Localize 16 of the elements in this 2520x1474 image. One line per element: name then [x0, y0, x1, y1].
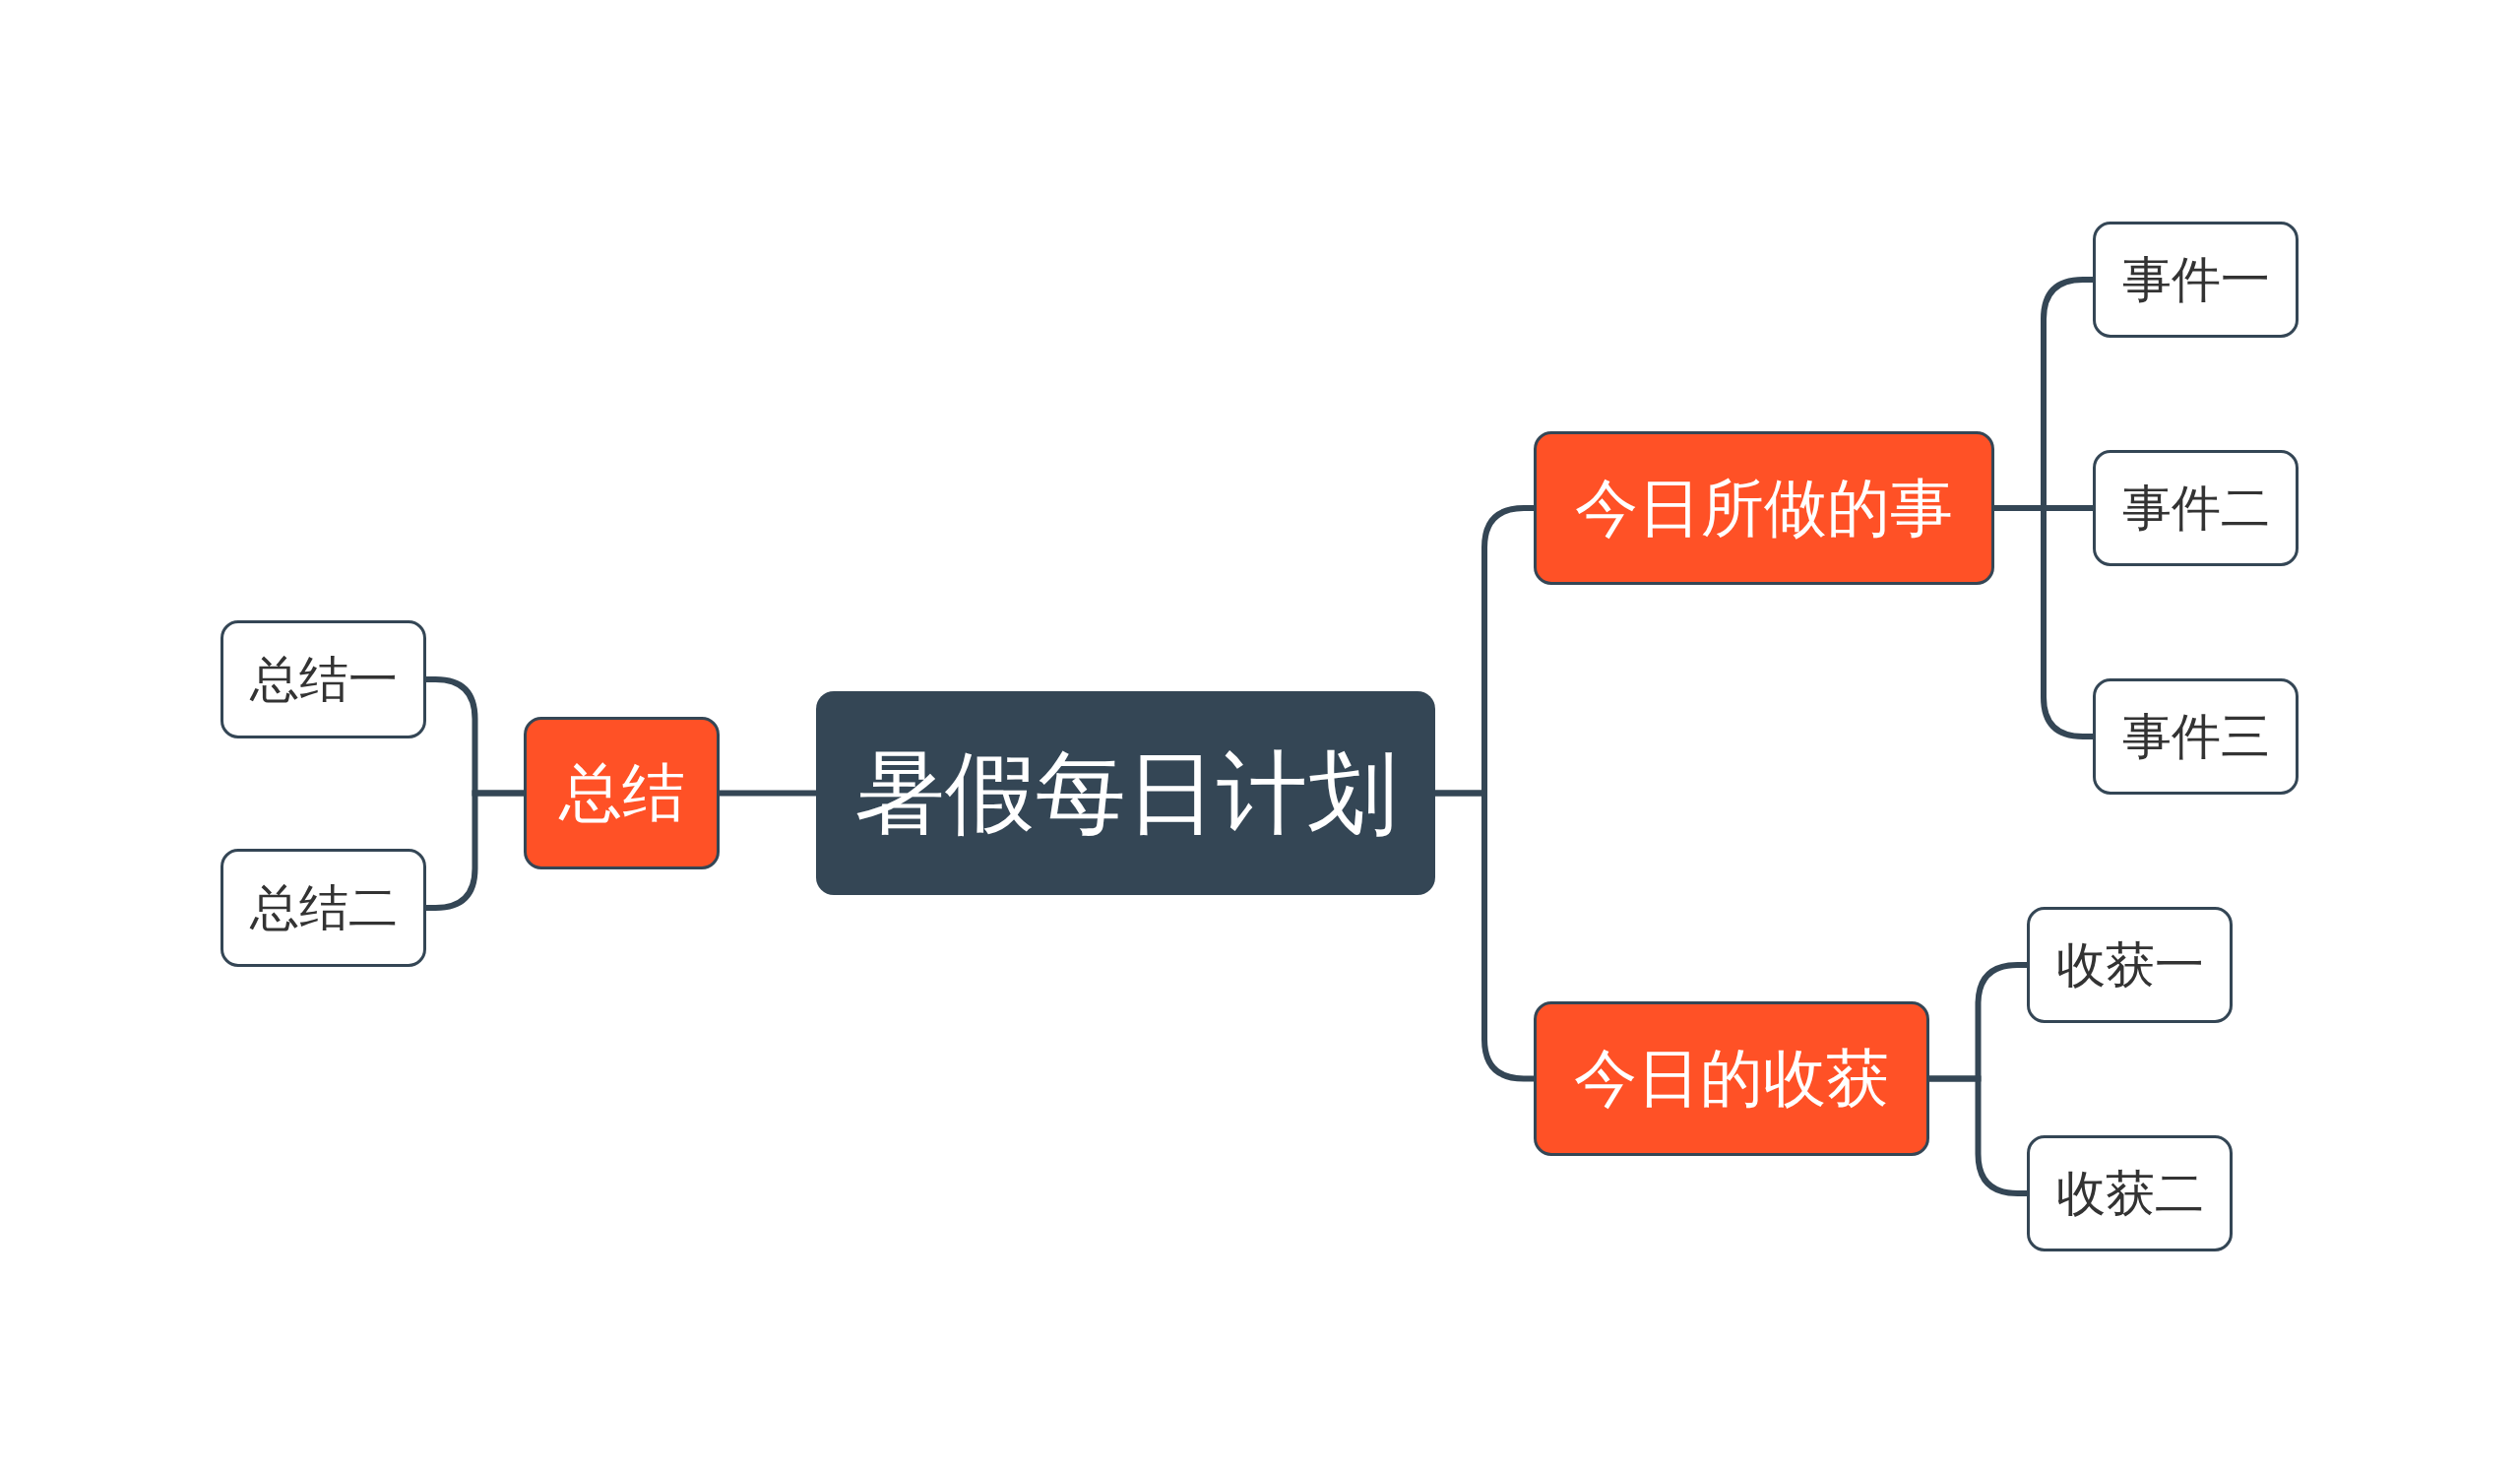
connector-line	[1929, 1075, 2027, 1196]
subtopic-box: 收获一	[2027, 907, 2233, 1023]
topic-box: 今日的收获	[1534, 1001, 1929, 1156]
topic-box: 今日所做的事	[1534, 431, 1994, 585]
connector-line	[426, 790, 524, 911]
subtopic-box: 收获二	[2027, 1135, 2233, 1251]
subtopic-box: 事件二	[2093, 450, 2299, 566]
connector-line	[720, 790, 816, 797]
central-topic-box: 暑假每日计划	[816, 691, 1435, 895]
subtopic-box: 总结一	[220, 620, 426, 738]
subtopic-box: 总结二	[220, 849, 426, 967]
topic-box: 总结	[524, 717, 720, 869]
connector-line	[1435, 790, 1534, 1082]
subtopic-box: 事件三	[2093, 678, 2299, 795]
connector-line	[1994, 505, 2093, 739]
subtopic-box: 事件一	[2093, 222, 2299, 338]
